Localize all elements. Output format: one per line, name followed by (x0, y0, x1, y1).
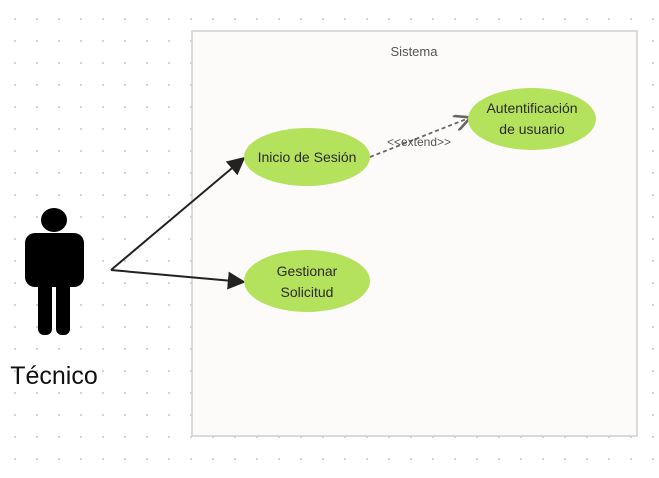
use-case-ellipse (244, 128, 370, 186)
actor-label: Técnico (10, 362, 98, 390)
system-boundary[interactable] (191, 30, 638, 437)
use-case-label-line-1: Autentificación (486, 100, 577, 116)
use-case-label-line-2: de usuario (499, 121, 565, 137)
use-case-ellipse (468, 88, 596, 150)
actor-tecnico[interactable]: Técnico (10, 208, 98, 390)
use-case-inicio-de-sesion[interactable]: Inicio de Sesión (244, 128, 370, 186)
extend-label: <<extend>> (387, 135, 451, 149)
extend-relation[interactable] (369, 118, 469, 158)
association-actor-gestionar[interactable] (110, 269, 246, 290)
use-case-label-line-2: Solicitud (281, 284, 334, 300)
use-case-ellipse (244, 250, 370, 312)
use-case-gestionar-solicitud[interactable]: Gestionar Solicitud (244, 250, 370, 312)
association-actor-inicio[interactable] (110, 156, 246, 271)
actor-icon (25, 208, 84, 335)
system-label: Sistema (391, 44, 439, 59)
use-case-autentificacion-de-usuario[interactable]: Autentificación de usuario (468, 88, 596, 150)
use-case-label: Inicio de Sesión (258, 149, 357, 165)
use-case-label-line-1: Gestionar (277, 263, 338, 279)
